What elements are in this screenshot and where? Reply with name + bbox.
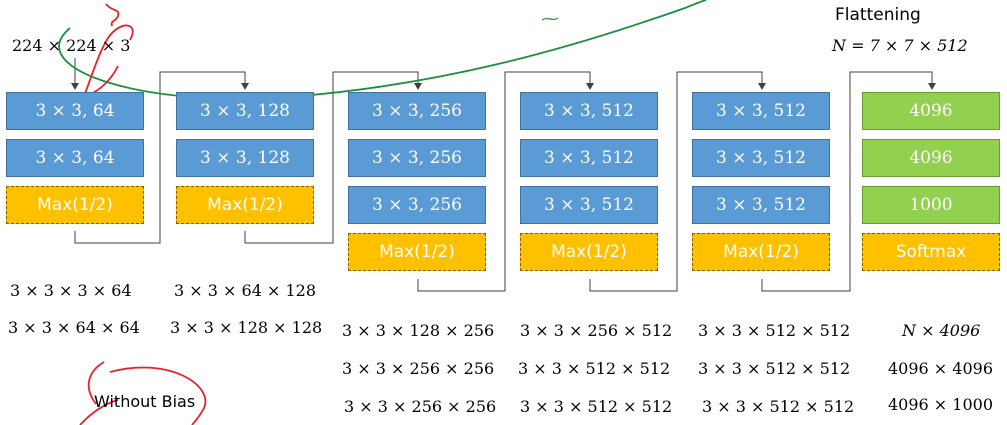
param-label: 3 × 3 × 512 × 512 (698, 359, 851, 378)
maxpool-block: Max(1/2) (348, 233, 486, 271)
connector-1-2 (74, 71, 249, 244)
conv-block: 3 × 3, 512 (520, 92, 658, 130)
connector-2-3 (244, 71, 422, 244)
conv-block: 3 × 3, 512 (692, 92, 830, 130)
without-bias-note: Without Bias (94, 392, 196, 411)
fc-block: 1000 (862, 186, 1000, 224)
param-label: 3 × 3 × 512 × 512 (698, 321, 851, 340)
param-label: 3 × 3 × 256 × 512 (520, 321, 673, 340)
connector-5-6 (761, 71, 936, 292)
fc-block: 4096 (862, 139, 1000, 177)
flattening-title: Flattening (835, 5, 921, 25)
param-label: 4096 × 1000 (888, 395, 994, 414)
connector-3-4 (417, 71, 594, 292)
maxpool-block: Max(1/2) (6, 186, 144, 224)
softmax-block: Softmax (862, 233, 1000, 271)
red-annotation-arc (109, 366, 207, 425)
param-label: 3 × 3 × 128 × 256 (342, 321, 495, 340)
conv-block: 3 × 3, 64 (6, 92, 144, 130)
param-label: 3 × 3 × 64 × 64 (8, 318, 140, 337)
conv-block: 3 × 3, 256 (348, 139, 486, 177)
param-label: N × 4096 (902, 321, 981, 340)
conv-block: 3 × 3, 256 (348, 92, 486, 130)
red-annotation-bracket (79, 361, 119, 425)
param-label: 3 × 3 × 256 × 256 (342, 359, 495, 378)
param-label: 3 × 3 × 512 × 512 (702, 397, 855, 416)
conv-block: 3 × 3, 64 (6, 139, 144, 177)
input-size-label: 224 × 224 × 3 (12, 36, 131, 55)
flattening-formula: N = 7 × 7 × 512 (832, 36, 968, 55)
conv-block: 3 × 3, 512 (520, 186, 658, 224)
maxpool-block: Max(1/2) (692, 233, 830, 271)
param-label: 3 × 3 × 64 × 128 (174, 281, 316, 300)
green-annotation-loop (58, 0, 707, 100)
conv-block: 3 × 3, 512 (520, 139, 658, 177)
conv-block: 3 × 3, 512 (692, 186, 830, 224)
param-label: 3 × 3 × 3 × 64 (10, 281, 132, 300)
connector-4-5 (589, 71, 766, 292)
fc-block: 4096 (862, 92, 1000, 130)
conv-block: 3 × 3, 128 (176, 139, 314, 177)
green-annotation-scribble (541, 17, 559, 21)
conv-block: 3 × 3, 512 (692, 139, 830, 177)
param-label: 3 × 3 × 512 × 512 (520, 397, 673, 416)
red-annotation-squiggle-top (105, 3, 120, 27)
maxpool-block: Max(1/2) (176, 186, 314, 224)
conv-block: 3 × 3, 256 (348, 186, 486, 224)
param-label: 4096 × 4096 (888, 359, 994, 378)
param-label: 3 × 3 × 256 × 256 (344, 397, 497, 416)
maxpool-block: Max(1/2) (520, 233, 658, 271)
conv-block: 3 × 3, 128 (176, 92, 314, 130)
param-label: 3 × 3 × 512 × 512 (518, 359, 671, 378)
red-annotation-circle (82, 24, 134, 98)
param-label: 3 × 3 × 128 × 128 (170, 318, 323, 337)
